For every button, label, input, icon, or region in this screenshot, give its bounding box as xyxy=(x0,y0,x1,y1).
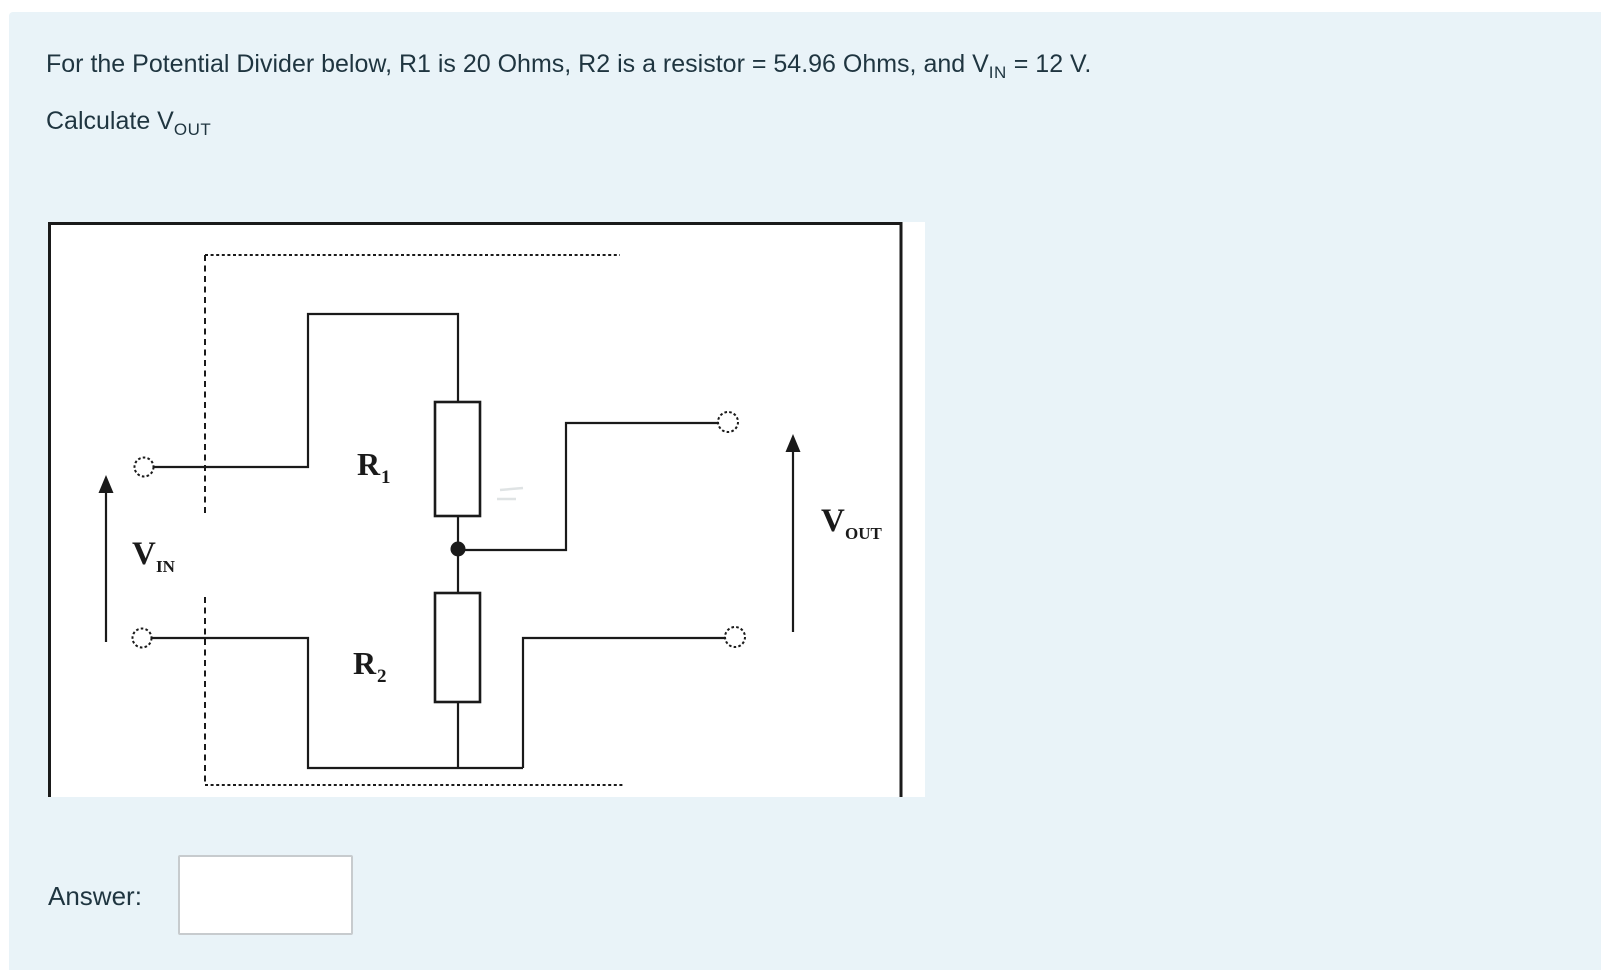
circuit-diagram-image: R 1 R 2 V IN V OUT xyxy=(48,222,925,797)
r1-label-base: R xyxy=(357,446,381,482)
answer-input[interactable] xyxy=(178,855,353,935)
input-terminal-top xyxy=(133,456,155,478)
question-line1-post: = 12 V. xyxy=(1006,50,1092,78)
question-line2-pre: Calculate V xyxy=(46,107,174,135)
vout-subscript-text: OUT xyxy=(173,120,212,139)
vout-label-base: V xyxy=(821,503,845,539)
r1-label-sub: 1 xyxy=(381,467,391,488)
diagram-frame xyxy=(48,222,903,797)
wire-input-top xyxy=(152,312,460,469)
vout-arrow-head xyxy=(785,434,801,452)
potential-divider-schematic: R 1 R 2 V IN V OUT xyxy=(48,222,903,797)
output-terminal-top xyxy=(717,411,739,433)
r2-label-sub: 2 xyxy=(377,666,387,687)
vin-arrow-head xyxy=(98,475,114,493)
artifact-mark xyxy=(499,486,524,492)
question-line-1: For the Potential Divider below, R1 is 2… xyxy=(46,40,1546,97)
question-line1-pre: For the Potential Divider below, R1 is 2… xyxy=(46,50,989,78)
vout-label-sub: OUT xyxy=(845,524,883,543)
input-terminal-bottom xyxy=(131,627,153,649)
vin-subscript-text: IN xyxy=(988,63,1007,82)
vin-label-base: V xyxy=(132,536,156,572)
vin-label-sub: IN xyxy=(156,557,176,576)
wire-input-bottom-rail xyxy=(152,636,523,770)
resistor-r2-body xyxy=(433,591,482,704)
wire-junction-to-output-top xyxy=(460,421,718,552)
wire-rail-to-output-bottom xyxy=(521,636,725,768)
answer-label: Answer: xyxy=(48,881,142,911)
output-terminal-bottom xyxy=(724,626,746,648)
junction-dot xyxy=(450,541,466,557)
r2-label-base: R xyxy=(353,645,377,681)
resistor-r1-body xyxy=(433,400,482,518)
question-line-2: Calculate VOUT xyxy=(46,97,1546,154)
question-text: For the Potential Divider below, R1 is 2… xyxy=(46,40,1546,154)
